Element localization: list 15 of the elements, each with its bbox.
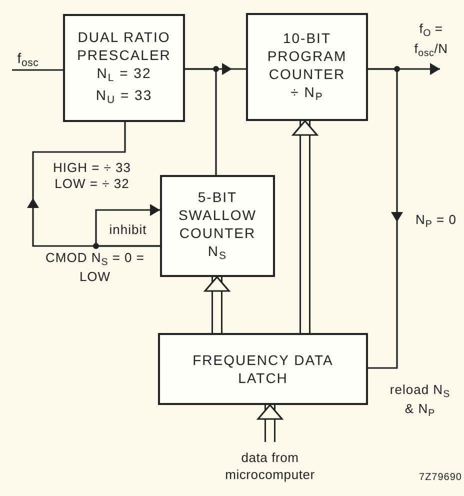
signal-label: f$_{O}$ = f$_{osc}$/N (413, 20, 449, 60)
signal-label: f$_{osc}$ (17, 49, 39, 71)
block-label: 10-BIT PROGRAM COUNTER (266, 28, 348, 84)
block-box (63, 14, 185, 122)
block-label: N$_{S}$ (208, 242, 228, 264)
block-label: ÷ N$_{P}$ (290, 83, 324, 106)
block-label: DUAL RATIO PRESCALER (76, 28, 172, 64)
block-label: N$_{U}$ = 33 (96, 86, 152, 108)
block-box (160, 175, 275, 277)
block-box (246, 13, 368, 121)
block-box (158, 333, 368, 405)
block-label: FREQUENCY DATA LATCH (192, 350, 334, 388)
block-label: 5-BIT SWALLOW COUNTER (177, 188, 258, 242)
block-label: N$_{L}$ = 32 (96, 64, 152, 86)
signal-label: data from microcomputer (224, 450, 316, 484)
